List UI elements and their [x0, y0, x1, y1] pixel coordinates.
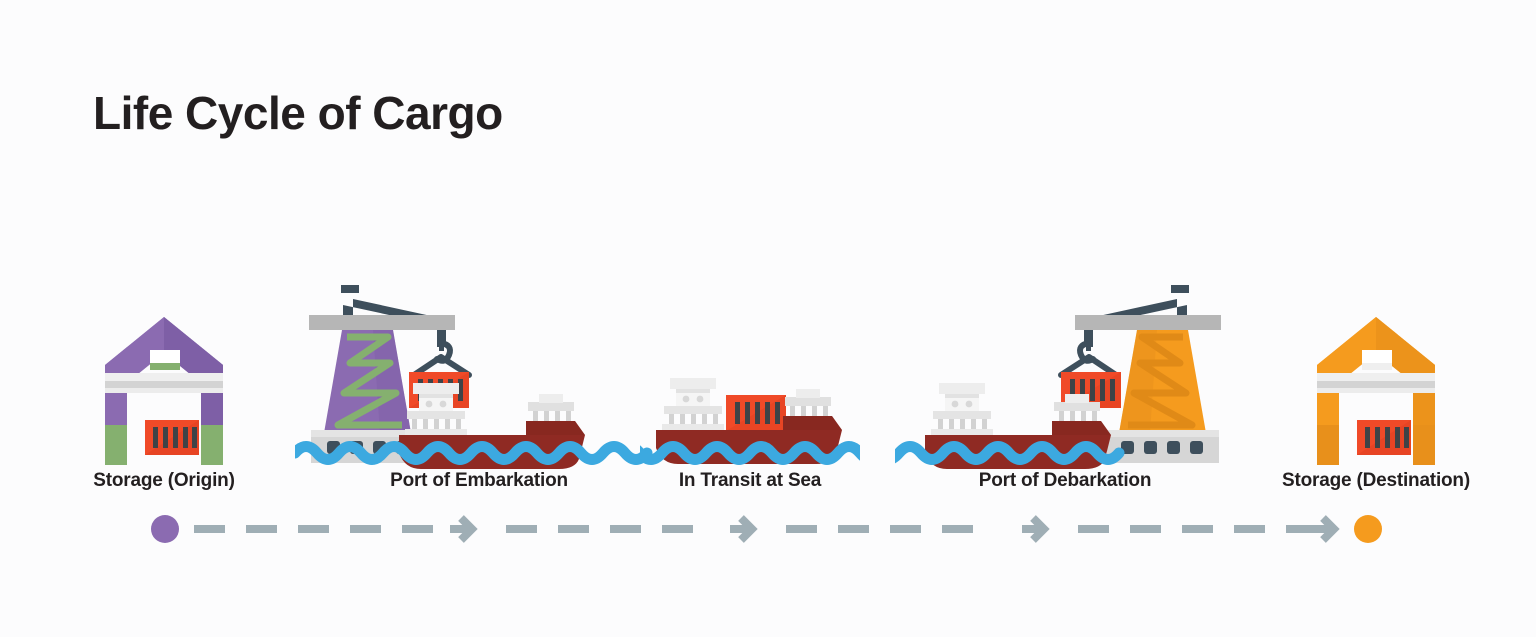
stage-label: Port of Debarkation: [978, 470, 1152, 491]
stage-port-of-debarkation[interactable]: Port of Debarkation: [895, 265, 1235, 515]
stage-storage-origin[interactable]: Storage (Origin): [58, 265, 270, 515]
stage-row: Storage (Origin): [0, 265, 1536, 515]
timeline: [0, 505, 1536, 550]
warehouse-icon: [1262, 265, 1490, 470]
stage-label: In Transit at Sea: [678, 470, 822, 491]
stage-storage-destination[interactable]: Storage (Destination): [1262, 265, 1490, 515]
stage-port-of-embarkation[interactable]: Port of Embarkation: [295, 265, 663, 515]
crane-and-ship-icon: [295, 265, 663, 470]
start-dot: [151, 515, 179, 543]
timeline-arrows: [450, 515, 1340, 543]
stage-label: Storage (Origin): [93, 470, 235, 491]
stage-label: Storage (Destination): [1282, 470, 1470, 491]
stage-label: Port of Embarkation: [390, 470, 568, 491]
end-dot: [1354, 515, 1382, 543]
warehouse-icon: [58, 265, 270, 470]
stage-in-transit-at-sea[interactable]: In Transit at Sea: [640, 265, 860, 515]
ship-and-crane-icon: [895, 265, 1235, 470]
cargo-ship-icon: [640, 265, 860, 470]
page-title: Life Cycle of Cargo: [93, 87, 503, 139]
